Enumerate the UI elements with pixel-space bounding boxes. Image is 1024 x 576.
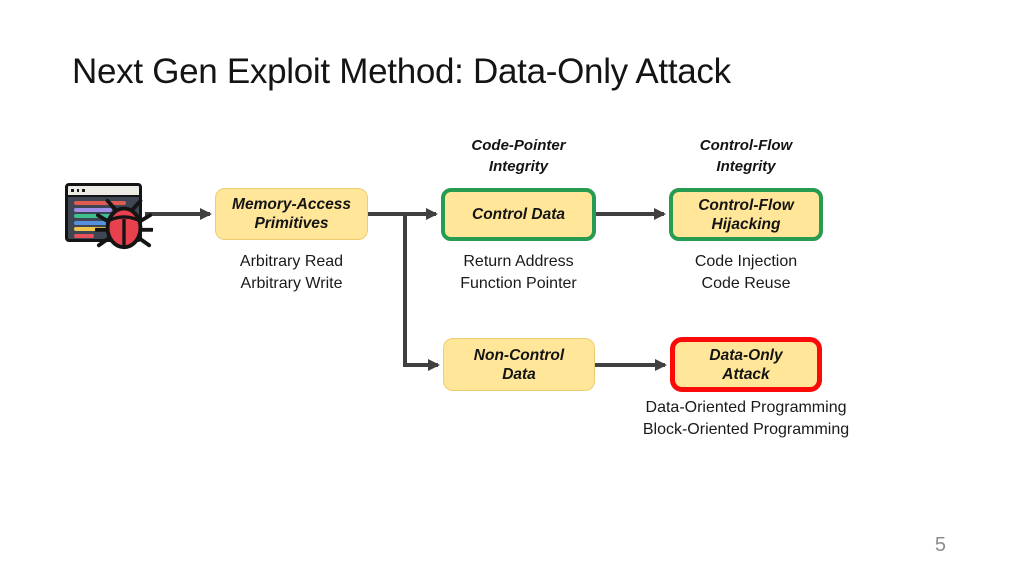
code-line: [74, 233, 94, 238]
label-line: Control-Flow: [699, 137, 793, 154]
node-label: Attack: [722, 365, 770, 383]
node-label: Non-Control: [473, 346, 565, 364]
node-label: Primitives: [254, 215, 329, 232]
sublabel-control-flow-hijacking: Code Injection Code Reuse: [659, 251, 833, 295]
node-label: Control-Flow: [698, 196, 794, 214]
titlebar-dot: [71, 189, 74, 192]
sublabel-line: Function Pointer: [460, 275, 577, 292]
label-line: Code-Pointer: [471, 137, 566, 154]
label-line: Integrity: [716, 158, 776, 175]
sublabel-line: Arbitrary Read: [239, 253, 344, 270]
label-line: Integrity: [488, 158, 549, 175]
node-non-control-data: Non-Control Data: [443, 338, 595, 391]
sublabel-control-data: Return Address Function Pointer: [431, 251, 606, 295]
sublabel-data-only-attack: Data-Oriented Programming Block-Oriented…: [620, 397, 872, 441]
bug-icon: [95, 198, 153, 250]
code-line: [74, 227, 114, 232]
slide-page-number: 5: [934, 534, 946, 556]
node-label: Control Data: [472, 206, 565, 223]
slide-title: Next Gen Exploit Method: Data-Only Attac…: [72, 52, 731, 91]
code-line: [74, 207, 112, 212]
sublabel-line: Block-Oriented Programming: [642, 421, 850, 438]
node-label: Hijacking: [711, 215, 781, 233]
node-label: Data: [502, 365, 536, 383]
sublabel-line: Code Reuse: [701, 275, 791, 292]
node-label: Data-Only: [709, 346, 783, 364]
label-control-flow-integrity: Control-Flow Integrity: [669, 135, 823, 177]
node-memory-access-primitives: Memory-Access Primitives: [215, 188, 368, 240]
code-line: [74, 201, 126, 205]
node-control-data: Control Data: [441, 188, 596, 241]
node-label: Memory-Access: [232, 196, 351, 213]
label-code-pointer-integrity: Code-Pointer Integrity: [441, 135, 596, 177]
sublabel-line: Arbitrary Write: [240, 275, 343, 292]
node-control-flow-hijacking: Control-Flow Hijacking: [669, 188, 823, 241]
sublabel-memory-primitives: Arbitrary Read Arbitrary Write: [205, 251, 378, 295]
node-data-only-attack: Data-Only Attack: [670, 337, 822, 392]
titlebar-dot: [82, 189, 85, 192]
sublabel-line: Code Injection: [694, 253, 798, 270]
code-line: [74, 220, 110, 225]
sublabel-line: Return Address: [463, 253, 574, 270]
sublabel-line: Data-Oriented Programming: [645, 399, 847, 416]
code-window-titlebar: [68, 186, 139, 197]
titlebar-dot: [76, 189, 79, 192]
